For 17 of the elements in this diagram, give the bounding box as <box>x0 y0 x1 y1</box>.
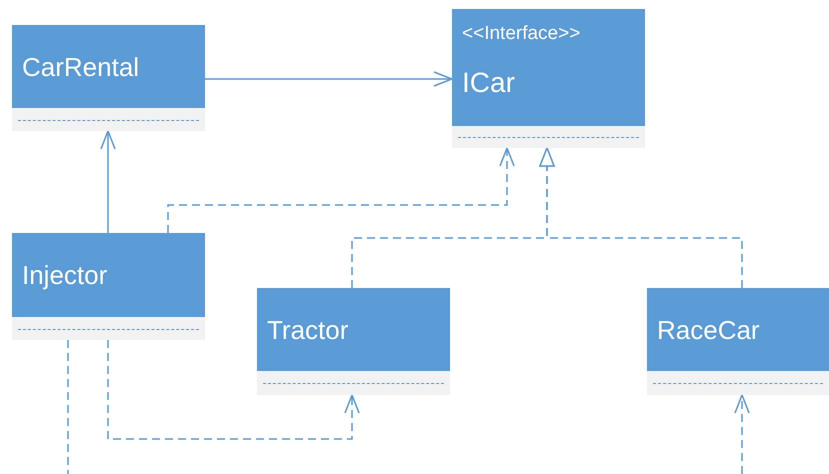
class-name: ICar <box>462 67 515 99</box>
stereotype-label: <<Interface>> <box>462 23 580 45</box>
dashed-arrow <box>107 340 360 440</box>
class-name: CarRental <box>22 52 140 83</box>
class-box <box>257 288 450 395</box>
dashed-arrow <box>539 147 743 288</box>
class-name: RaceCar <box>657 315 760 346</box>
arrow <box>100 130 116 233</box>
dashed-arrow <box>167 147 515 233</box>
class-name: Tractor <box>267 315 348 346</box>
class-name: Injector <box>22 260 108 291</box>
class-box <box>452 9 645 148</box>
dashed-arrow <box>734 394 750 474</box>
class-box <box>12 25 205 131</box>
arrow <box>205 71 453 87</box>
class-box <box>12 233 205 340</box>
class-box <box>647 288 829 395</box>
